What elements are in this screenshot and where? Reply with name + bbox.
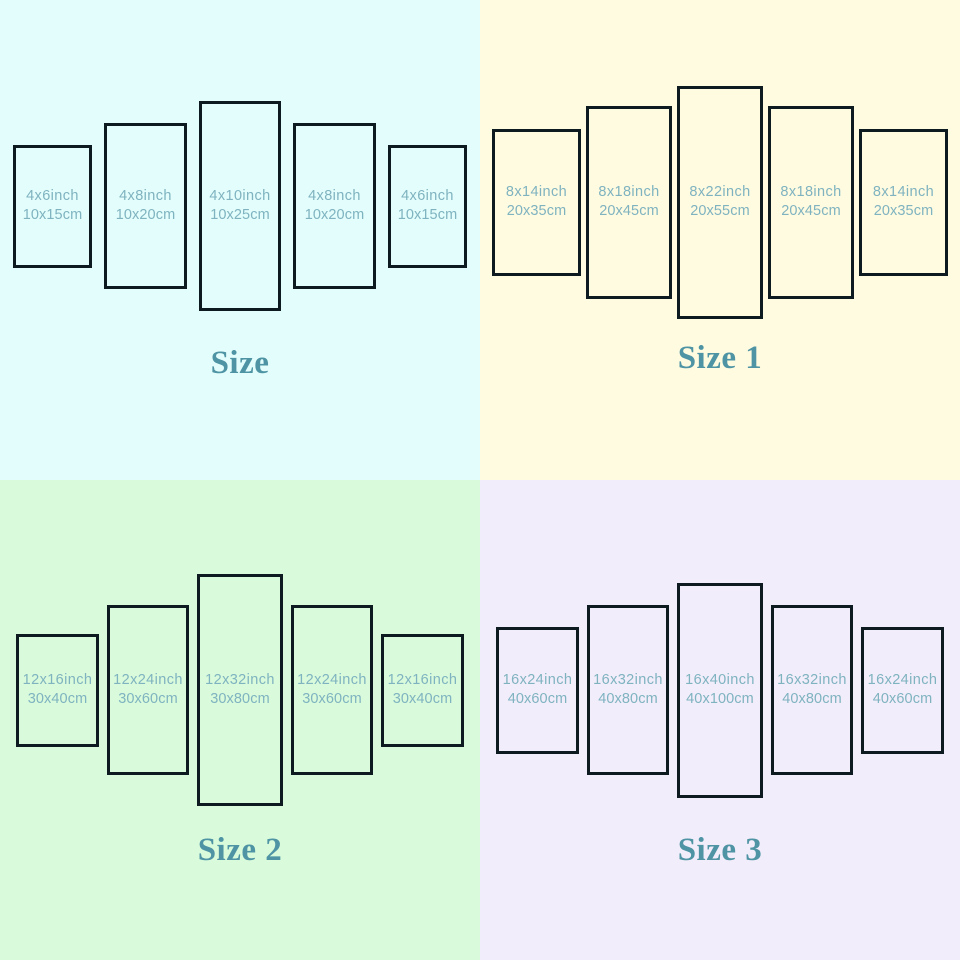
canvas-panel[interactable]: 12x24inch 30x60cm [291, 605, 373, 775]
panel-size-inches: 12x24inch [113, 671, 183, 688]
panel-group: 4x6inch 10x15cm 4x8inch 10x20cm 4x10inch 10x2… [0, 6, 480, 406]
panel-size-label: 16x32inch 40x80cm [593, 671, 663, 709]
panel-size-inches: 4x6inch [401, 187, 454, 204]
panel-size-label: 8x18inch 20x45cm [598, 183, 659, 221]
canvas-panel[interactable]: 16x32inch 40x80cm [771, 605, 853, 775]
panel-size-centimetres: 10x20cm [304, 207, 365, 223]
panel-size-centimetres: 20x35cm [873, 203, 934, 219]
panel-size-label: 12x24inch 30x60cm [297, 671, 367, 709]
panel-size-label: 16x32inch 40x80cm [777, 671, 847, 709]
panel-size-label: 16x24inch 40x60cm [503, 671, 573, 709]
canvas-panel[interactable]: 12x24inch 30x60cm [107, 605, 189, 775]
canvas-panel[interactable]: 12x16inch 30x40cm [16, 633, 99, 747]
panel-size-inches: 12x16inch [387, 671, 458, 688]
canvas-panel[interactable]: 12x32inch 30x80cm [197, 574, 283, 806]
panel-size-label: 4x10inch 10x25cm [209, 187, 270, 225]
canvas-panel[interactable]: 4x8inch 10x20cm [293, 123, 376, 289]
panel-group: 12x16inch 30x40cm 12x24inch 30x60cm 12x32inc… [0, 490, 480, 890]
canvas-panel[interactable]: 4x8inch 10x20cm [104, 123, 187, 289]
panel-size-label: 16x40inch 40x100cm [685, 671, 755, 709]
panel-size-centimetres: 40x60cm [507, 691, 568, 707]
panel-size-inches: 16x24inch [502, 671, 573, 688]
size-quadrant-size-2: 12x16inch 30x40cm 12x24inch 30x60cm 12x32inc… [0, 480, 480, 960]
size-quadrant-size-1: 8x14inch 20x35cm 8x18inch 20x45cm 8x22inch 20… [480, 0, 960, 480]
canvas-panel[interactable]: 4x6inch 10x15cm [388, 144, 467, 268]
panel-size-inches: 4x10inch [209, 187, 271, 204]
quadrant-title: Size 2 [197, 832, 283, 868]
panel-size-label: 12x32inch 30x80cm [205, 671, 275, 709]
panel-size-centimetres: 30x60cm [118, 691, 178, 707]
panel-size-centimetres: 30x80cm [210, 691, 270, 707]
panel-size-label: 12x16inch 30x40cm [388, 671, 458, 709]
panel-size-centimetres: 30x40cm [392, 691, 453, 707]
canvas-panel[interactable]: 8x14inch 20x35cm [859, 128, 948, 276]
panel-size-centimetres: 20x35cm [506, 203, 567, 219]
panel-size-label: 16x24inch 40x60cm [868, 671, 938, 709]
canvas-panel[interactable]: 8x18inch 20x45cm [586, 105, 672, 299]
panel-group: 8x14inch 20x35cm 8x18inch 20x45cm 8x22inch 20… [480, 2, 960, 402]
panel-size-inches: 4x8inch [119, 187, 172, 204]
canvas-panel[interactable]: 4x6inch 10x15cm [13, 144, 92, 268]
panel-size-centimetres: 10x15cm [22, 207, 83, 223]
canvas-panel[interactable]: 12x16inch 30x40cm [381, 633, 464, 747]
panel-size-label: 4x8inch 10x20cm [305, 187, 365, 225]
panel-size-centimetres: 20x55cm [690, 203, 750, 219]
panel-size-centimetres: 40x100cm [686, 691, 754, 707]
canvas-panel[interactable]: 8x14inch 20x35cm [492, 128, 581, 276]
panel-size-inches: 16x40inch [685, 671, 755, 688]
panel-size-inches: 8x14inch [872, 183, 935, 200]
panel-size-inches: 8x18inch [780, 183, 842, 200]
quadrant-title: Size [210, 345, 270, 381]
panel-size-inches: 8x18inch [598, 183, 660, 200]
panel-size-label: 12x16inch 30x40cm [23, 671, 93, 709]
panel-size-label: 8x14inch 20x35cm [873, 183, 934, 221]
panel-size-label: 12x24inch 30x60cm [113, 671, 183, 709]
canvas-panel[interactable]: 4x10inch 10x25cm [199, 101, 281, 311]
panel-size-centimetres: 10x15cm [397, 207, 458, 223]
panel-size-inches: 16x24inch [867, 671, 938, 688]
panel-size-label: 4x8inch 10x20cm [116, 187, 176, 225]
canvas-panel[interactable]: 16x40inch 40x100cm [677, 582, 763, 798]
panel-size-centimetres: 10x20cm [115, 207, 176, 223]
panel-size-inches: 4x6inch [26, 187, 79, 204]
panel-size-label: 8x14inch 20x35cm [506, 183, 567, 221]
panel-size-inches: 16x32inch [593, 671, 663, 688]
canvas-panel[interactable]: 16x32inch 40x80cm [587, 605, 669, 775]
panel-group: 16x24inch 40x60cm 16x32inch 40x80cm 16x40inc… [480, 490, 960, 890]
canvas-panel[interactable]: 16x24inch 40x60cm [496, 626, 579, 754]
panel-size-label: 8x22inch 20x55cm [689, 183, 750, 221]
panel-size-centimetres: 40x80cm [598, 691, 658, 707]
panel-size-inches: 12x16inch [22, 671, 93, 688]
panel-size-centimetres: 40x60cm [872, 691, 933, 707]
panel-size-centimetres: 40x80cm [782, 691, 842, 707]
panel-size-inches: 16x32inch [777, 671, 847, 688]
quadrant-title: Size 1 [677, 340, 763, 376]
panel-size-centimetres: 30x40cm [27, 691, 88, 707]
quadrant-title: Size 3 [677, 832, 763, 868]
panel-size-centimetres: 30x60cm [302, 691, 362, 707]
size-quadrant-size: 4x6inch 10x15cm 4x8inch 10x20cm 4x10inch 10x2… [0, 0, 480, 480]
panel-size-inches: 12x24inch [297, 671, 367, 688]
panel-size-label: 4x6inch 10x15cm [398, 187, 458, 225]
size-quadrant-size-3: 16x24inch 40x60cm 16x32inch 40x80cm 16x40inc… [480, 480, 960, 960]
panel-size-inches: 4x8inch [308, 187, 361, 204]
panel-size-centimetres: 20x45cm [599, 203, 659, 219]
panel-size-centimetres: 20x45cm [781, 203, 841, 219]
panel-size-inches: 8x22inch [689, 183, 751, 200]
canvas-panel[interactable]: 8x18inch 20x45cm [768, 105, 854, 299]
canvas-panel[interactable]: 8x22inch 20x55cm [677, 85, 763, 319]
panel-size-label: 8x18inch 20x45cm [780, 183, 841, 221]
canvas-panel[interactable]: 16x24inch 40x60cm [861, 626, 944, 754]
panel-size-label: 4x6inch 10x15cm [23, 187, 83, 225]
panel-size-inches: 12x32inch [205, 671, 275, 688]
panel-size-inches: 8x14inch [505, 183, 568, 200]
panel-size-centimetres: 10x25cm [210, 207, 270, 223]
